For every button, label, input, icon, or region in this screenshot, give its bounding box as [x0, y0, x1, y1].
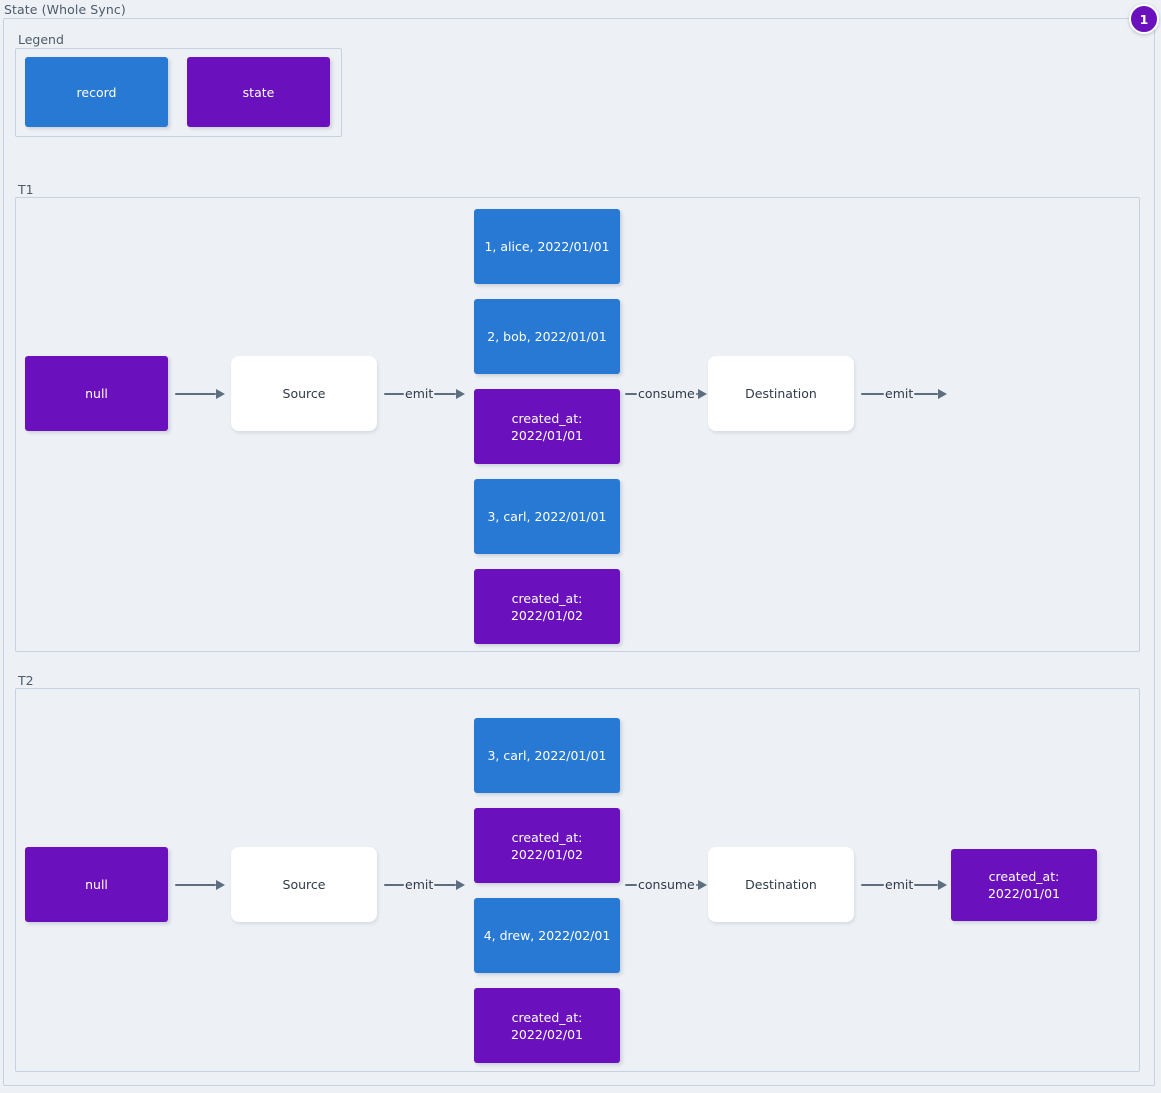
edge-line [695, 392, 698, 396]
t2-stream-item-1: created_at: 2022/01/02 [474, 808, 620, 883]
t2-final-state: created_at: 2022/01/01 [951, 849, 1097, 921]
edge-line [434, 883, 457, 887]
edge-line [914, 392, 939, 396]
edge-line [175, 883, 216, 887]
edge-line [914, 883, 939, 887]
t2-edge-consume: consume [625, 877, 707, 893]
t1-stream-item-0: 1, alice, 2022/01/01 [474, 209, 620, 284]
t2-edge-label-emit-source: emit [405, 877, 434, 892]
arrowhead-icon [938, 880, 948, 890]
t1-edge-consume: consume [625, 386, 707, 402]
edge-line [625, 392, 637, 396]
legend-title: Legend [18, 32, 64, 47]
section-title-t2: T2 [18, 673, 34, 688]
legend-label-state: state [242, 84, 275, 100]
edge-line [384, 883, 404, 887]
edge-line [861, 883, 884, 887]
arrowhead-icon [216, 880, 225, 890]
arrowhead-icon [456, 880, 466, 890]
edge-line [695, 883, 698, 887]
t2-stream-item-3: created_at: 2022/02/01 [474, 988, 620, 1063]
t2-stream-item-2: 4, drew, 2022/02/01 [474, 898, 620, 973]
arrowhead-icon [456, 389, 466, 399]
t1-edge-dest-emit: emit [861, 386, 948, 402]
t2-stream-item-0: 3, carl, 2022/01/01 [474, 718, 620, 793]
t1-edge-label-emit-dest: emit [885, 386, 914, 401]
t2-source-node: Source [231, 847, 377, 922]
legend-label-record: record [76, 84, 117, 100]
arrowhead-icon [938, 389, 948, 399]
diagram-title: State (Whole Sync) [4, 2, 126, 17]
t1-edge-label-emit-source: emit [405, 386, 434, 401]
t1-edge-label-consume: consume [638, 386, 695, 401]
t1-initial-state: null [25, 356, 168, 431]
t1-stream-item-3: 3, carl, 2022/01/01 [474, 479, 620, 554]
notification-badge[interactable]: 1 [1129, 4, 1159, 34]
legend-chip-state: state [187, 57, 330, 127]
t1-edge-source-emit: emit [384, 386, 466, 402]
t1-edge-state-to-source [175, 386, 225, 402]
t1-stream-item-4: created_at: 2022/01/02 [474, 569, 620, 644]
edge-line [175, 392, 216, 396]
t2-destination-node: Destination [708, 847, 854, 922]
section-title-t1: T1 [18, 182, 34, 197]
t2-edge-state-to-source [175, 877, 225, 893]
edge-line [434, 392, 457, 396]
t2-edge-label-consume: consume [638, 877, 695, 892]
edge-line [861, 392, 884, 396]
t2-edge-source-emit: emit [384, 877, 466, 893]
arrowhead-icon [697, 389, 707, 399]
t2-initial-state: null [25, 847, 168, 922]
arrowhead-icon [216, 389, 225, 399]
legend-chip-record: record [25, 57, 168, 127]
edge-line [384, 392, 404, 396]
t1-source-node: Source [231, 356, 377, 431]
arrowhead-icon [697, 880, 707, 890]
t2-edge-label-emit-dest: emit [885, 877, 914, 892]
t1-stream-item-2: created_at: 2022/01/01 [474, 389, 620, 464]
t2-edge-dest-emit: emit [861, 877, 948, 893]
legend-items: record state [25, 57, 330, 127]
t1-destination-node: Destination [708, 356, 854, 431]
t1-stream-item-1: 2, bob, 2022/01/01 [474, 299, 620, 374]
edge-line [625, 883, 637, 887]
